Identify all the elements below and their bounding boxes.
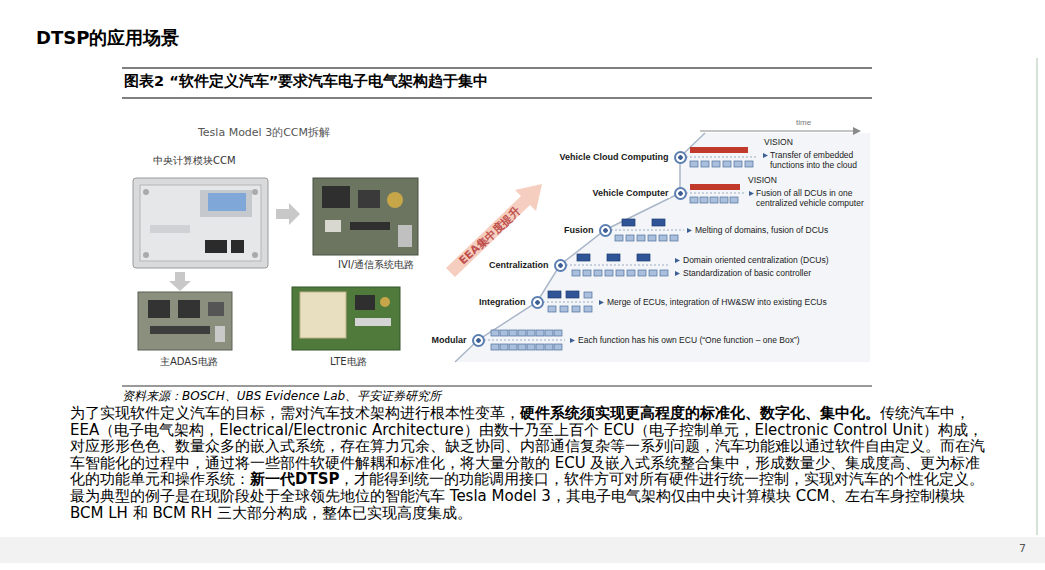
stage-name: Fusion — [563, 225, 595, 236]
footer-band — [0, 537, 1045, 563]
photo-label: IVI/通信系统电路 — [338, 259, 414, 271]
stage-name: Integration — [478, 297, 527, 308]
source-note: 资料来源：BOSCH、UBS Evidence Lab、平安证券研究所 — [122, 389, 441, 403]
stage-description: Standardization of basic controller — [683, 268, 811, 278]
photo-label: 中央计算模块CCM — [153, 155, 236, 167]
stage-name: Centralization — [488, 260, 550, 271]
page-title: DTSP的应用场景 — [36, 27, 179, 49]
time-axis — [700, 131, 853, 132]
photo-label: 主ADAS电路 — [160, 356, 218, 368]
stage-description: Transfer of embedded functions into the … — [770, 150, 878, 170]
trend-label: EEA集中度提升 — [457, 204, 523, 267]
rule-line — [122, 67, 872, 68]
axis-label: time — [796, 118, 811, 128]
stage-marker: Integration — [478, 296, 544, 309]
stage-description: Each function has his own ECU (“One func… — [578, 335, 800, 345]
stage-marker: Fusion — [563, 224, 612, 237]
stage-circle — [599, 224, 612, 237]
stair-line — [455, 133, 705, 362]
stage-description: Domain oriented centralization (DCUs) — [683, 255, 829, 265]
stage-description: Melting of domains, fusion of DCUs — [695, 225, 828, 235]
stage-circle — [531, 296, 544, 309]
lte-board-photo — [292, 287, 400, 350]
stage-circle — [472, 334, 485, 347]
page-number: 7 — [1019, 542, 1026, 555]
side-line — [1036, 58, 1038, 535]
stage-marker: Vehicle Computer — [591, 187, 686, 200]
stage-circle — [674, 187, 687, 200]
rule-line — [122, 386, 872, 387]
emphasis-text: 新一代DTSP — [250, 470, 339, 488]
body-paragraph: 为了实现软件定义汽车的目标，需对汽车技术架构进行根本性变革，硬件系统须实现更高程… — [70, 405, 988, 521]
stage-name: Vehicle Cloud Computing — [558, 152, 669, 163]
adas-board-photo — [138, 292, 232, 350]
body-text: 为了实现软件定义汽车的目标，需对汽车技术架构进行根本性变革， — [70, 404, 520, 422]
flow-arrow — [276, 203, 300, 225]
stage-description: Merge of ECUs, integration of HW&SW into… — [607, 297, 827, 307]
ccm-photo — [133, 178, 268, 268]
ivi-board-photo — [313, 178, 418, 255]
vision-tag: VISION — [764, 137, 793, 147]
stage-description: Fusion of all DCUs in one centralized ve… — [756, 188, 878, 208]
emphasis-text: 硬件系统须实现更高程度的标准化、数字化、集中化。 — [520, 404, 880, 422]
flow-arrow — [169, 272, 191, 291]
ecu-blocks — [491, 147, 753, 350]
rule-line — [122, 98, 872, 99]
stage-name: Vehicle Computer — [591, 188, 669, 199]
figure-subtitle: Tesla Model 3的CCM拆解 — [198, 126, 330, 139]
vision-tag: VISION — [748, 175, 777, 185]
time-arrowhead — [853, 127, 861, 135]
figure-caption: 图表2 “软件定义汽车”要求汽车电子电气架构趋于集中 — [124, 73, 488, 90]
stage-circle — [674, 151, 687, 164]
stage-marker: Modular — [431, 334, 485, 347]
photo-label: LTE电路 — [330, 356, 367, 368]
stage-circle — [554, 259, 567, 272]
stage-marker: Centralization — [488, 259, 567, 272]
stage-name: Modular — [431, 335, 468, 346]
bullet-arrow — [570, 153, 768, 343]
stage-marker: Vehicle Cloud Computing — [558, 151, 686, 164]
row-line — [484, 157, 758, 340]
